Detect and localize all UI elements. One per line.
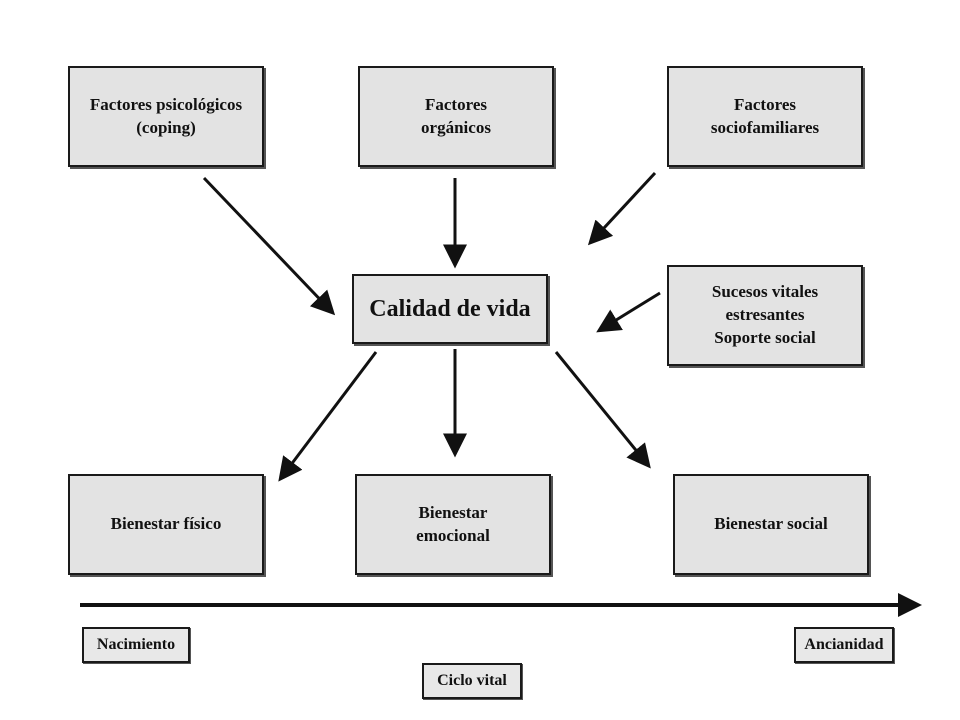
life-cycle-text: Ciclo vital: [437, 672, 507, 689]
psychological-factors-label: Factores psicológicos (coping): [89, 94, 243, 137]
organic-factors-box: Factores orgánicos: [358, 66, 554, 167]
life-cycle-label: Ciclo vital: [422, 663, 522, 699]
organic-factors-label: Factores orgánicos: [421, 94, 491, 137]
emotional-wellbeing-label: Bienestar emocional: [416, 502, 490, 545]
arrow-life-events-to-center: [596, 291, 661, 333]
life-events-label: Sucesos vitales estresantes Soporte soci…: [711, 282, 819, 347]
arrow-sociofamily-to-center: [587, 171, 657, 246]
timeline-end-label: Ancianidad: [794, 627, 894, 663]
arrow-center-to-physical: [278, 351, 378, 482]
arrow-center-to-social: [554, 351, 651, 469]
timeline-end-text: Ancianidad: [804, 636, 884, 653]
social-wellbeing-box: Bienestar social: [673, 474, 869, 575]
physical-wellbeing-box: Bienestar físico: [68, 474, 264, 575]
quality-of-life-box: Calidad de vida: [352, 274, 548, 344]
sociofamily-factors-label: Factores sociofamiliares: [710, 94, 820, 137]
social-wellbeing-label: Bienestar social: [714, 514, 828, 534]
timeline-start-text: Nacimiento: [96, 636, 176, 653]
physical-wellbeing-label: Bienestar físico: [110, 514, 222, 534]
arrow-psychological-to-center: [202, 176, 336, 316]
life-events-box: Sucesos vitales estresantes Soporte soci…: [667, 265, 863, 366]
emotional-wellbeing-box: Bienestar emocional: [355, 474, 551, 575]
psychological-factors-box: Factores psicológicos (coping): [68, 66, 264, 167]
quality-of-life-label: Calidad de vida: [369, 295, 531, 322]
timeline-start-label: Nacimiento: [82, 627, 190, 663]
sociofamily-factors-box: Factores sociofamiliares: [667, 66, 863, 167]
